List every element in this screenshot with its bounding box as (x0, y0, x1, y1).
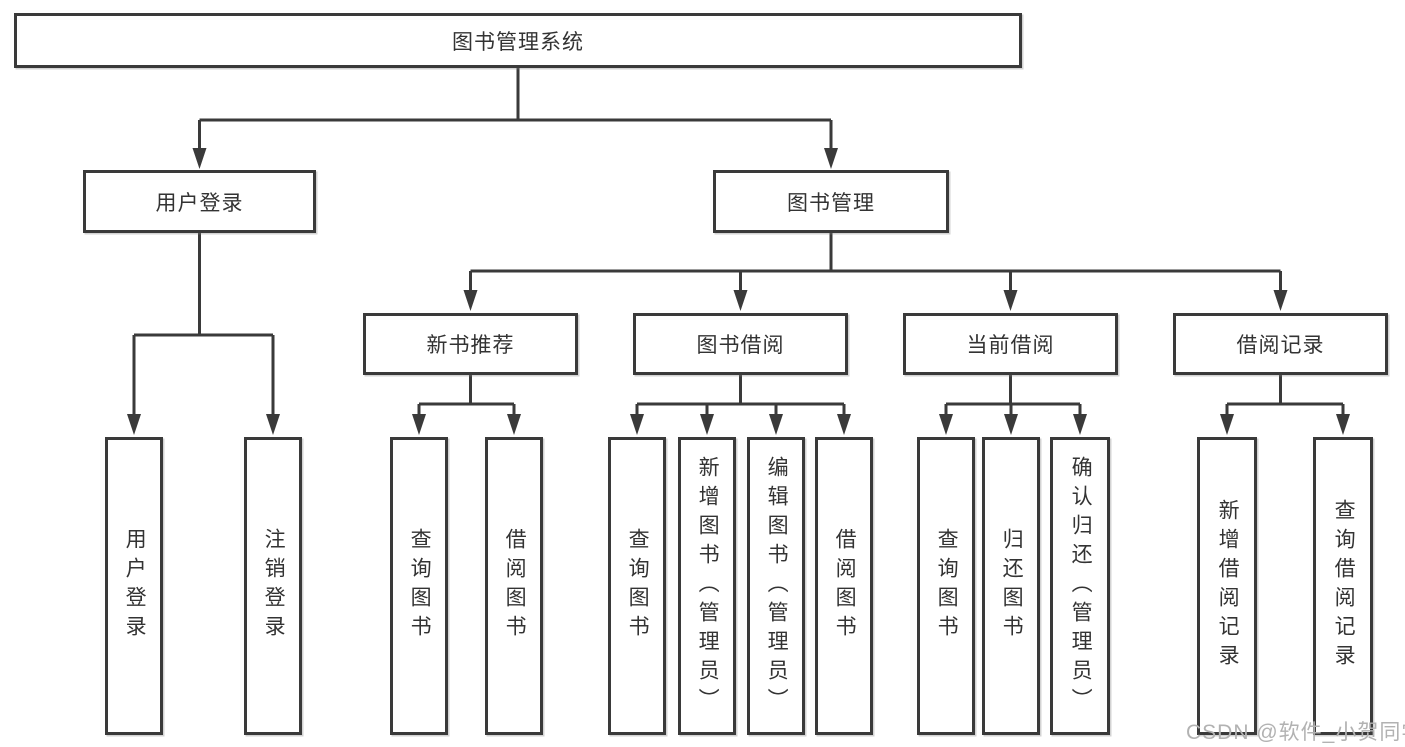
leaf-query-books-recommend: 查询图书 (390, 437, 448, 735)
node-user-login: 用户登录 (83, 170, 316, 233)
leaf-confirm-return-admin: 确认归还（管理员） (1050, 437, 1110, 735)
leaf-query-books-borrow-label: 查询图书 (626, 528, 650, 644)
node-current-borrow: 当前借阅 (903, 313, 1118, 375)
node-root: 图书管理系统 (14, 13, 1022, 68)
node-borrow-records-label: 借阅记录 (1236, 334, 1325, 357)
leaf-add-books-admin-label: 新增图书（管理员） (696, 455, 720, 717)
leaf-confirm-return-admin-label: 确认归还（管理员） (1069, 455, 1093, 717)
leaf-query-books-current-label: 查询图书 (935, 528, 959, 644)
leaf-borrow-books-recommend-label: 借阅图书 (503, 528, 527, 644)
leaf-query-borrow-record: 查询借阅记录 (1313, 437, 1373, 735)
node-user-login-label: 用户登录 (155, 191, 244, 215)
leaf-add-borrow-record: 新增借阅记录 (1197, 437, 1257, 735)
node-new-book-recommend: 新书推荐 (363, 313, 578, 375)
leaf-return-books-label: 归还图书 (1000, 528, 1024, 644)
node-root-label: 图书管理系统 (452, 30, 584, 54)
node-book-borrow: 图书借阅 (633, 313, 848, 375)
leaf-return-books: 归还图书 (982, 437, 1040, 735)
leaf-logout-label: 注销登录 (262, 528, 286, 644)
leaf-query-books-borrow: 查询图书 (608, 437, 666, 735)
leaf-add-borrow-record-label: 新增借阅记录 (1216, 499, 1240, 673)
node-new-book-recommend-label: 新书推荐 (426, 334, 515, 357)
leaf-query-books-current: 查询图书 (917, 437, 975, 735)
leaf-logout: 注销登录 (244, 437, 302, 735)
node-borrow-records: 借阅记录 (1173, 313, 1388, 375)
leaf-borrow-books-recommend: 借阅图书 (485, 437, 543, 735)
leaf-user-login: 用户登录 (105, 437, 163, 735)
csdn-watermark: CSDN @软件_小贺同学 (1186, 721, 1405, 744)
leaf-user-login-label: 用户登录 (123, 528, 147, 644)
node-book-management: 图书管理 (713, 170, 949, 233)
leaf-edit-books-admin: 编辑图书（管理员） (747, 437, 805, 735)
leaf-edit-books-admin-label: 编辑图书（管理员） (765, 455, 789, 717)
leaf-query-borrow-record-label: 查询借阅记录 (1332, 499, 1356, 673)
leaf-add-books-admin: 新增图书（管理员） (678, 437, 736, 735)
node-book-borrow-label: 图书借阅 (696, 334, 785, 357)
leaf-borrow-books: 借阅图书 (815, 437, 873, 735)
node-book-management-label: 图书管理 (787, 191, 875, 215)
node-current-borrow-label: 当前借阅 (966, 334, 1055, 357)
leaf-borrow-books-label: 借阅图书 (833, 528, 857, 644)
leaf-query-books-recommend-label: 查询图书 (408, 528, 432, 644)
